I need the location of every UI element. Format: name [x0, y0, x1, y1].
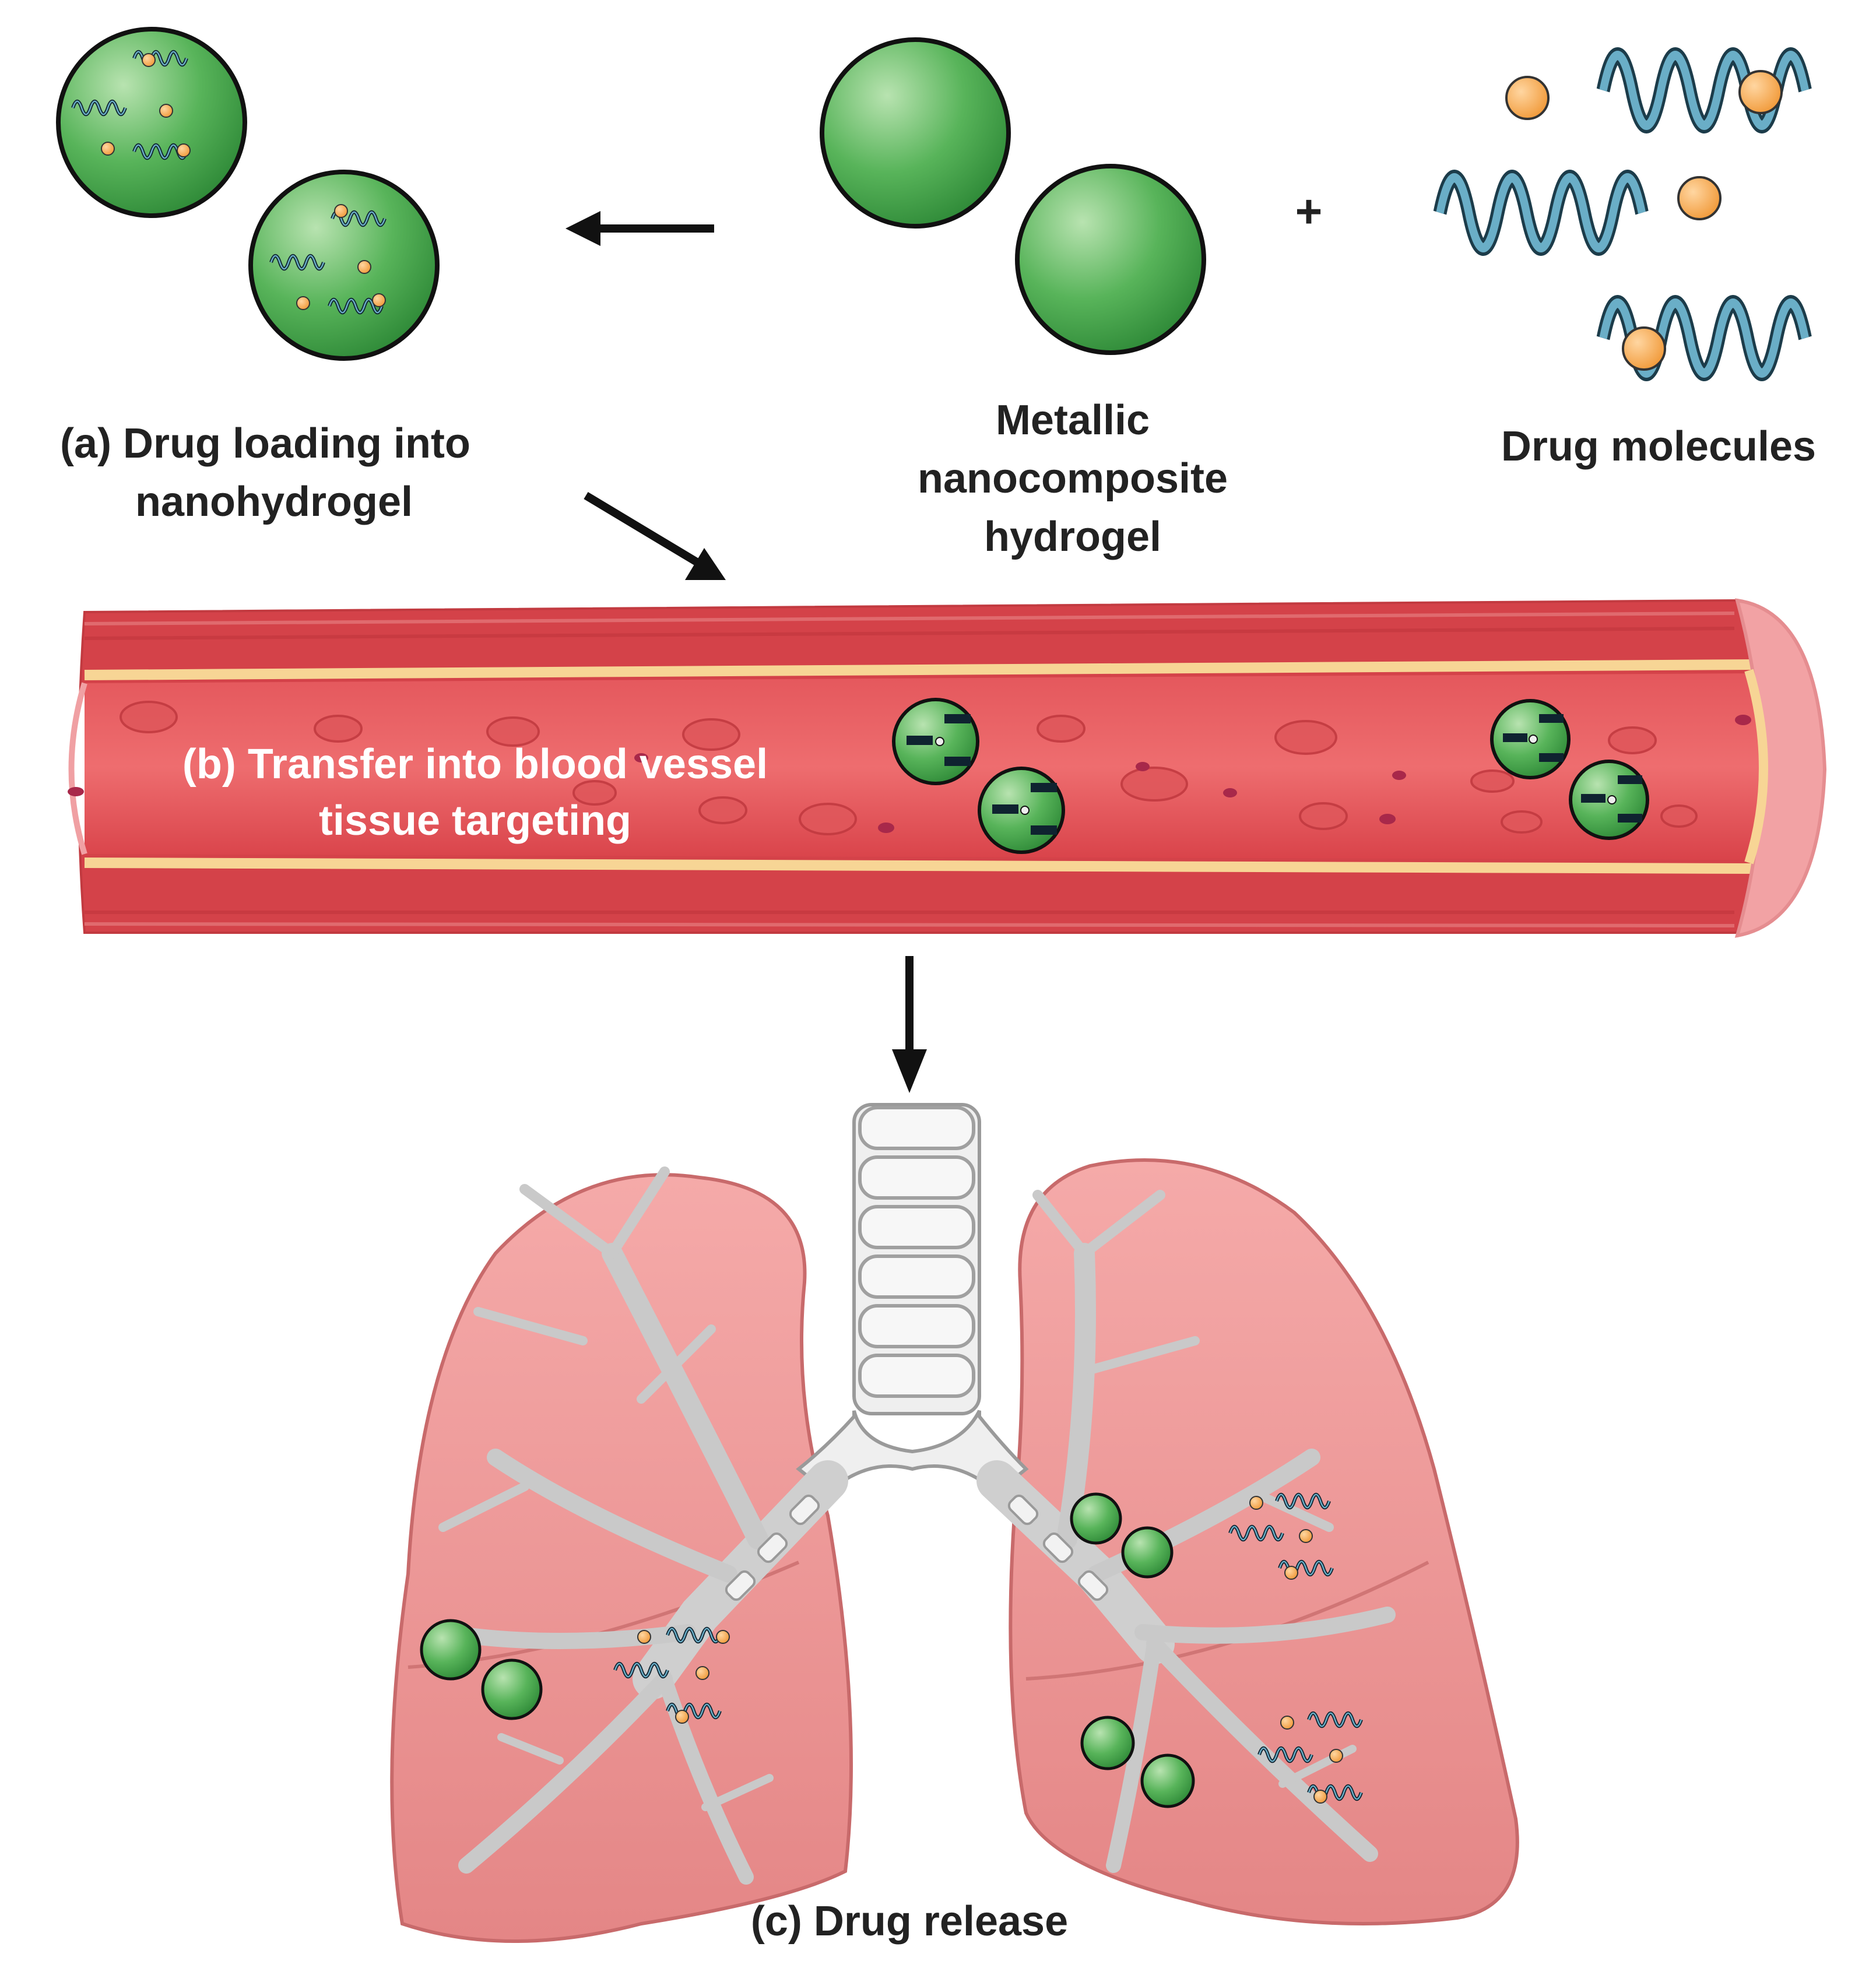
label-metallic-line1: Metallic: [996, 397, 1150, 444]
metallic-hydrogel-sphere-2: [1015, 164, 1206, 355]
metallic-hydrogel-sphere-1: [820, 37, 1011, 229]
release-site-right-upper: [1070, 1492, 1332, 1580]
label-drug-loading-line1: (a) Drug loading into: [60, 420, 470, 467]
drug-molecules-group: [1440, 55, 1805, 373]
lungs: [390, 1103, 1519, 1943]
drug-particle-2: [1738, 70, 1783, 114]
blood-vessel: (b) Transfer into blood vessel tissue ta…: [68, 598, 1827, 938]
label-metallic-line3: hydrogel: [984, 514, 1161, 560]
label-drug-release: (c) Drug release: [751, 1898, 1068, 1945]
plus-sign: +: [1295, 185, 1323, 237]
vessel-nanogel-3: [1490, 699, 1571, 779]
drug-particle-4: [1622, 326, 1666, 371]
drug-particle-1: [1505, 76, 1550, 120]
arrow-down-icon: [892, 956, 927, 1093]
label-drug-loading-line2: nanohydrogel: [135, 479, 413, 525]
label-metallic-line2: nanocomposite: [918, 455, 1228, 502]
left-lung: [390, 1173, 853, 1943]
release-site-right-lower: [1080, 1713, 1361, 1808]
drug-particle-3: [1677, 176, 1722, 220]
loaded-nanohydrogel-1: [56, 27, 247, 218]
trachea: [796, 1103, 1029, 1495]
label-drug-molecules: Drug molecules: [1501, 423, 1816, 470]
loaded-nanohydrogel-2: [248, 170, 440, 361]
arrow-diagonal-icon: [584, 491, 726, 580]
arrow-left-icon: [565, 211, 714, 246]
drug-helix-2: [1440, 178, 1642, 248]
release-site-left: [420, 1619, 730, 1724]
label-transfer-line1: (b) Transfer into blood vessel: [182, 741, 768, 788]
vessel-nanogel-4: [1569, 760, 1649, 840]
label-transfer-line2: tissue targeting: [319, 797, 631, 844]
vessel-nanogel-2: [978, 767, 1065, 854]
vessel-nanogel-1: [892, 698, 979, 785]
